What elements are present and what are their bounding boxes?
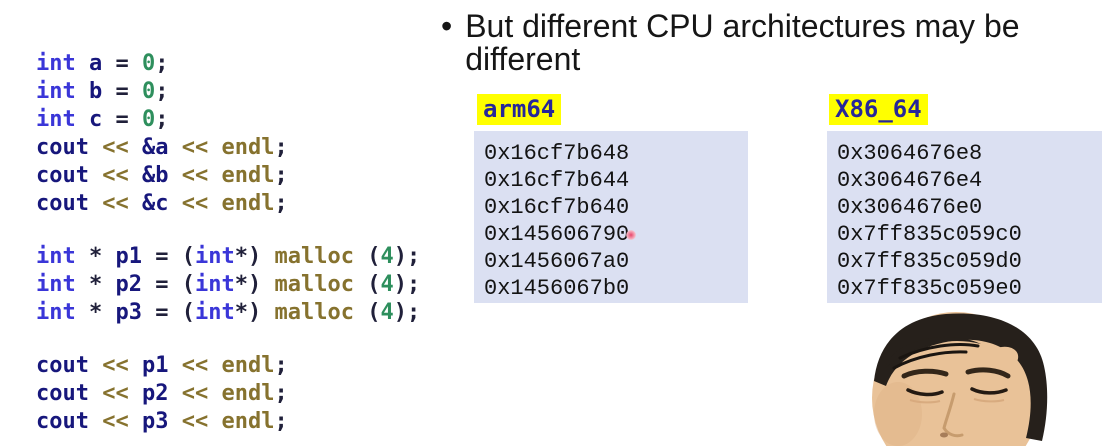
address-value: 0x7ff835c059d0: [837, 249, 1022, 274]
code-line: int * p2 = (int*) malloc (4);: [36, 272, 421, 297]
code-line: cout << p3 << endl;: [36, 409, 288, 434]
title-text: But different CPU architectures may be d…: [465, 8, 1020, 77]
arch-label-arm64: arm64: [477, 94, 562, 125]
code-line: cout << &b << endl;: [36, 163, 288, 188]
person-headshot-icon: [872, 312, 1048, 446]
address-value: 0x3064676e4: [837, 168, 983, 193]
code-line: int b = 0;: [36, 79, 169, 104]
address-value: 0x1456067a0: [484, 249, 630, 274]
code-line: int * p1 = (int*) malloc (4);: [36, 244, 421, 269]
address-value: 0x7ff835c059c0: [837, 222, 1022, 247]
arch-label-x86-64: X86_64: [829, 94, 928, 125]
address-value: 0x7ff835c059e0: [837, 276, 1022, 301]
code-line: [36, 327, 420, 352]
code-line: cout << &a << endl;: [36, 135, 288, 160]
code-line: [36, 218, 420, 243]
code-line: cout << p1 << endl;: [36, 353, 288, 378]
code-block: int a = 0; int b = 0; int c = 0; cout << &a…: [36, 50, 420, 436]
address-value: 0x145606790: [484, 222, 630, 247]
bullet-title: • But different CPU architectures may be…: [441, 10, 1041, 76]
webcam-overlay: [856, 306, 1056, 446]
code-line: int a = 0;: [36, 51, 169, 76]
code-line: int c = 0;: [36, 107, 169, 132]
code-line: int * p3 = (int*) malloc (4);: [36, 300, 421, 325]
address-value: 0x16cf7b648: [484, 141, 630, 166]
address-value: 0x3064676e8: [837, 141, 983, 166]
address-value: 0x3064676e0: [837, 195, 983, 220]
laser-pointer-dot: [626, 230, 636, 240]
address-value: 0x16cf7b644: [484, 168, 630, 193]
code-line: cout << p2 << endl;: [36, 381, 288, 406]
address-value: 0x16cf7b640: [484, 195, 630, 220]
address-value: 0x1456067b0: [484, 276, 630, 301]
code-line: cout << &c << endl;: [36, 191, 288, 216]
bullet-marker: •: [441, 8, 453, 44]
